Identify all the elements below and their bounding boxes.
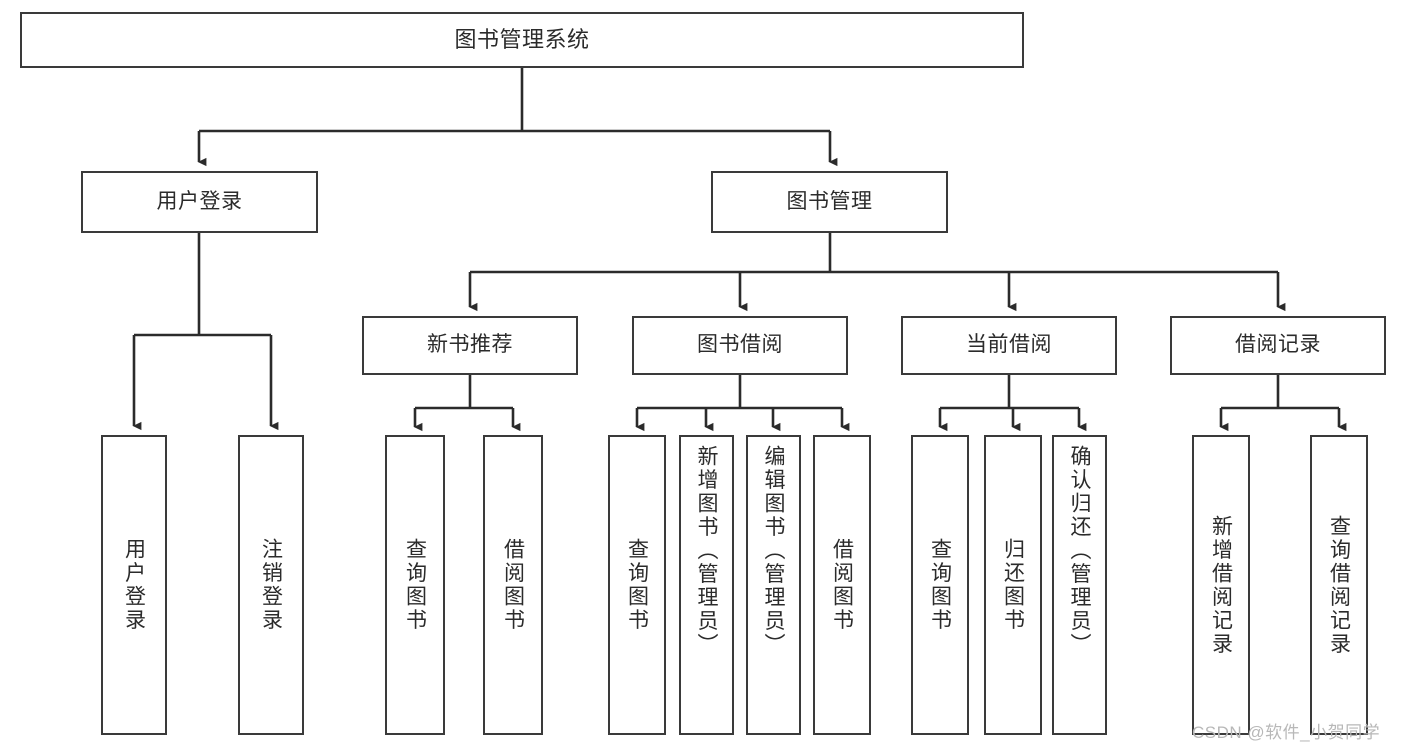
node-new-book-recommend[interactable]: 新书推荐 (362, 316, 578, 375)
node-current-borrow-label: 当前借阅 (966, 333, 1052, 357)
node-leaf-add-record[interactable]: 新增借阅记录 (1192, 435, 1250, 735)
node-leaf-query-record-label: 查询借阅记录 (1327, 514, 1351, 656)
node-leaf-return-book-label: 归还图书 (1001, 538, 1025, 632)
node-user-login[interactable]: 用户登录 (81, 171, 318, 233)
node-leaf-query-book-3-label: 查询图书 (928, 538, 952, 632)
node-leaf-query-book-1-label: 查询图书 (403, 538, 427, 632)
node-leaf-query-record[interactable]: 查询借阅记录 (1310, 435, 1368, 735)
node-leaf-confirm-return-label: 确认归还（管理员） (1068, 445, 1091, 657)
node-user-login-label: 用户登录 (156, 189, 243, 213)
node-leaf-logout[interactable]: 注销登录 (238, 435, 304, 735)
node-book-manage-label: 图书管理 (786, 189, 873, 213)
node-book-borrow[interactable]: 图书借阅 (632, 316, 848, 375)
node-leaf-borrow-book-1-label: 借阅图书 (501, 538, 525, 632)
node-leaf-return-book[interactable]: 归还图书 (984, 435, 1042, 735)
node-leaf-edit-book-label: 编辑图书（管理员） (762, 445, 785, 657)
node-leaf-user-login-label: 用户登录 (122, 538, 146, 632)
node-leaf-user-login[interactable]: 用户登录 (101, 435, 167, 735)
node-leaf-borrow-book-1[interactable]: 借阅图书 (483, 435, 543, 735)
node-leaf-query-book-1[interactable]: 查询图书 (385, 435, 445, 735)
node-leaf-add-book-label: 新增图书（管理员） (695, 445, 718, 657)
node-leaf-edit-book[interactable]: 编辑图书（管理员） (746, 435, 801, 735)
node-leaf-query-book-3[interactable]: 查询图书 (911, 435, 969, 735)
node-leaf-query-book-2[interactable]: 查询图书 (608, 435, 666, 735)
node-leaf-query-book-2-label: 查询图书 (625, 538, 649, 632)
node-leaf-add-record-label: 新增借阅记录 (1209, 514, 1233, 656)
node-leaf-confirm-return[interactable]: 确认归还（管理员） (1052, 435, 1107, 735)
node-root[interactable]: 图书管理系统 (20, 12, 1024, 68)
node-root-label: 图书管理系统 (454, 27, 590, 53)
node-leaf-borrow-book-2-label: 借阅图书 (830, 538, 854, 632)
watermark-text: CSDN @软件_小贺同学 (1192, 723, 1381, 742)
node-leaf-borrow-book-2[interactable]: 借阅图书 (813, 435, 871, 735)
node-leaf-add-book[interactable]: 新增图书（管理员） (679, 435, 734, 735)
node-new-book-recommend-label: 新书推荐 (427, 333, 513, 357)
node-leaf-logout-label: 注销登录 (259, 538, 283, 632)
node-borrow-record[interactable]: 借阅记录 (1170, 316, 1386, 375)
node-book-borrow-label: 图书借阅 (697, 333, 783, 357)
node-current-borrow[interactable]: 当前借阅 (901, 316, 1117, 375)
node-book-manage[interactable]: 图书管理 (711, 171, 948, 233)
node-borrow-record-label: 借阅记录 (1235, 333, 1321, 357)
